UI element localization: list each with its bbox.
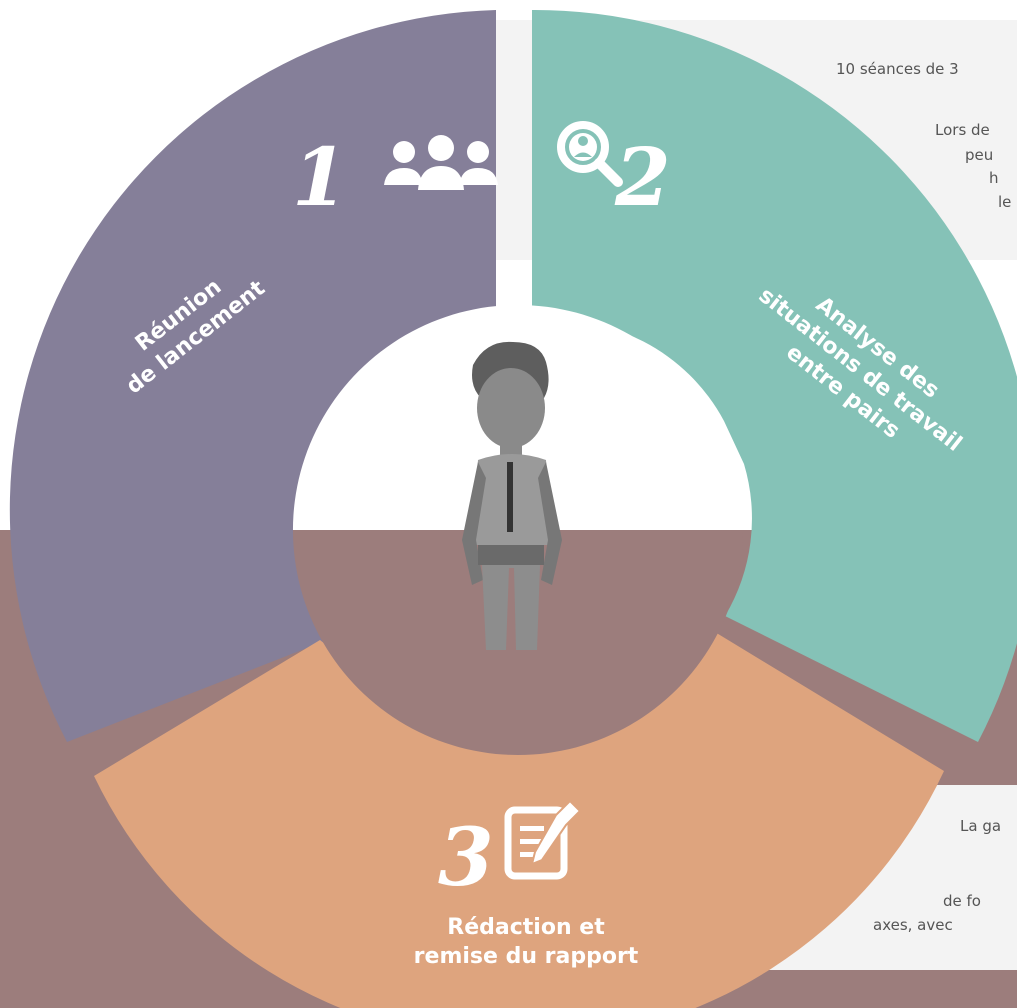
callout-top-line2: Lors de xyxy=(935,121,990,139)
segment-1 xyxy=(9,10,497,742)
step-2-number: 2 xyxy=(614,130,671,224)
edit-document-icon xyxy=(504,799,582,880)
callout-bottom-line2: de fo xyxy=(943,892,981,910)
callout-top-line4: h xyxy=(989,169,999,187)
step-3-number: 3 xyxy=(438,810,494,904)
step-3-label: Rédaction et remise du rapport xyxy=(414,915,639,969)
callout-top-line5: le xyxy=(998,193,1011,211)
search-user-icon xyxy=(557,121,623,187)
segment-2 xyxy=(532,9,1017,742)
step-3-label-line1: Rédaction et xyxy=(447,915,605,940)
callout-top-line1: 10 séances de 3 xyxy=(836,60,959,78)
segment-3 xyxy=(94,626,944,1008)
callout-top-line3: peu xyxy=(965,146,993,164)
step-1-number: 1 xyxy=(292,130,348,224)
center-hub xyxy=(293,305,743,755)
callout-bottom-line1: La ga xyxy=(960,817,1001,835)
callout-bottom-line3: axes, avec xyxy=(873,916,953,934)
group-people-icon xyxy=(384,135,498,190)
step-3-label-line2: remise du rapport xyxy=(414,944,639,969)
person-figure xyxy=(462,341,562,650)
